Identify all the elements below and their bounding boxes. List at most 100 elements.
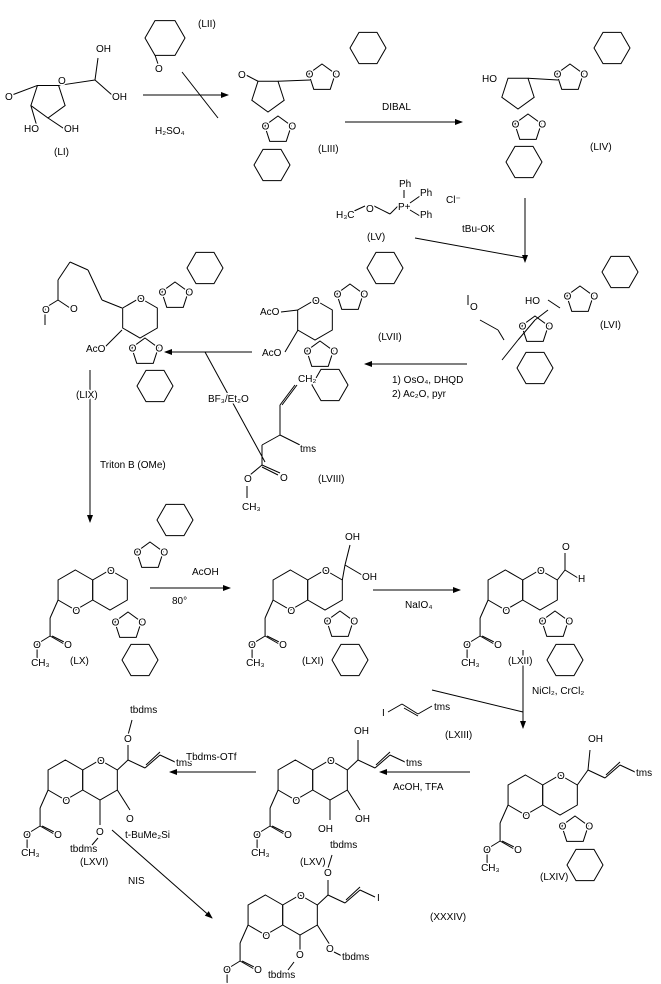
bond: [417, 705, 433, 715]
bond: [261, 464, 281, 474]
compound-label: (LII): [198, 19, 216, 30]
atom-label: O: [96, 827, 104, 838]
cyclohexane-ring: [505, 145, 543, 179]
bond: [47, 117, 67, 131]
five-membered-ring: [264, 115, 292, 142]
compound-label: (LXIV): [540, 872, 568, 883]
bond: [26, 825, 41, 835]
atom-label: H₃C: [336, 210, 355, 221]
atom-label: O: [107, 566, 115, 577]
cyclohexane-ring: [516, 351, 554, 385]
atom-label: O: [522, 811, 530, 822]
atom-label: CH₃: [31, 658, 50, 669]
compound-label: (LI): [54, 147, 69, 158]
bond: [547, 299, 561, 309]
atom-label: O: [287, 606, 295, 617]
atom-label: O: [332, 70, 340, 81]
atom-label: O: [350, 617, 358, 628]
bond: [57, 261, 71, 281]
bond: [346, 759, 359, 771]
atom-label: O: [134, 548, 142, 559]
five-membered-ring: [561, 815, 589, 842]
atom-label: O: [155, 64, 163, 75]
atom-label: O: [296, 950, 304, 961]
reaction-arrow: [111, 829, 213, 919]
bond: [401, 703, 419, 715]
atom-label: CH₃: [251, 848, 270, 859]
bond: [327, 894, 346, 904]
atom-label: Cl⁻: [446, 195, 461, 206]
atom-label: tbdms: [268, 970, 295, 981]
reagent-line: [204, 351, 266, 463]
cyclohexane-ring: [253, 148, 291, 182]
bond: [226, 960, 241, 970]
bond: [287, 961, 295, 971]
atom-label: O: [284, 830, 292, 841]
bond: [333, 951, 343, 957]
atom-label: O: [366, 204, 374, 215]
atom-label: O: [280, 473, 288, 484]
atom-label: O: [334, 290, 342, 301]
five-membered-ring: [131, 337, 159, 364]
atom-label: tms: [406, 758, 422, 769]
bond: [409, 209, 421, 217]
atom-label: O: [160, 548, 168, 559]
reagent-label: BF₃/Et₂O: [208, 394, 249, 405]
bond: [517, 319, 536, 341]
atom-label: O: [330, 347, 338, 358]
atom-label: O: [539, 617, 547, 628]
atom-label: O: [324, 868, 332, 879]
bond: [604, 764, 621, 779]
five-membered-ring: [308, 63, 336, 90]
atom-label: O: [538, 120, 546, 131]
five-membered-ring: [161, 281, 189, 308]
compound-label: (LXV): [300, 857, 326, 868]
cyclohexane-ring: [366, 251, 404, 285]
atom-label: O: [159, 288, 167, 299]
atom-label: AcO: [260, 307, 280, 318]
bond: [280, 309, 299, 313]
atom-label: O: [248, 640, 256, 651]
bond: [251, 635, 266, 645]
atom-label: HO: [525, 296, 540, 307]
six-membered-ring: [272, 569, 309, 611]
bond: [587, 749, 591, 771]
atom-label: O: [514, 845, 522, 856]
atom-label: tbdms: [70, 844, 97, 855]
atom-label: AcO: [86, 344, 106, 355]
bond: [269, 789, 279, 809]
cyclohexane-ring: [156, 503, 194, 537]
bond: [266, 635, 282, 644]
atom-label: OH: [318, 824, 333, 835]
bond: [58, 79, 96, 86]
six-membered-ring: [277, 759, 314, 801]
bond: [466, 635, 481, 645]
atom-label: OH: [362, 572, 377, 583]
atom-label: O: [262, 931, 270, 942]
compound-label: (LVIII): [318, 474, 344, 485]
reagent-label: 1) OsO₄, DHQD: [392, 375, 463, 386]
compound-label: (LIX): [76, 390, 98, 401]
bond: [69, 261, 89, 271]
atom-label: H: [578, 574, 585, 585]
six-membered-ring: [47, 759, 84, 801]
reagent-label: H₂SO₄: [155, 126, 185, 137]
atom-label: P+: [398, 202, 411, 213]
bond: [346, 789, 361, 811]
bond: [41, 825, 57, 834]
five-membered-ring: [521, 315, 549, 342]
atom-label: CH₃: [242, 502, 261, 513]
bond: [241, 960, 257, 969]
bond: [127, 759, 146, 769]
bond: [101, 299, 123, 309]
atom-label: O: [565, 617, 573, 628]
bond: [341, 564, 346, 581]
bond: [486, 840, 501, 850]
six-membered-ring: [57, 569, 94, 611]
five-membered-ring: [336, 283, 364, 310]
bond: [403, 707, 419, 717]
reagent-label: NiCl₂, CrCl₂: [532, 686, 584, 697]
bond: [104, 329, 123, 348]
atom-label: O: [185, 288, 193, 299]
